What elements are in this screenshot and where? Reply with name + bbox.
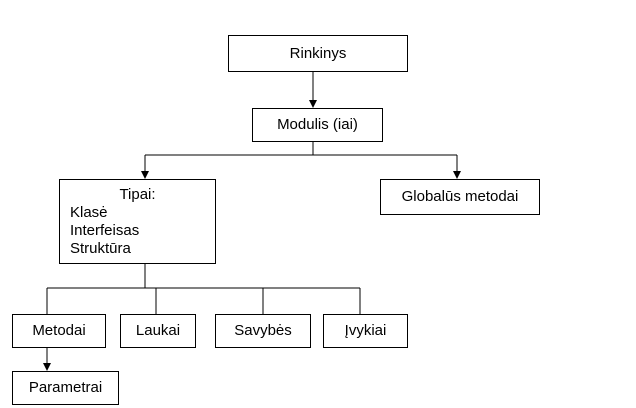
node-laukai: Laukai	[120, 314, 196, 348]
node-metodai-label: Metodai	[32, 322, 86, 339]
node-tipai-item-klase: Klasė	[70, 204, 108, 221]
node-modulis: Modulis (iai)	[252, 108, 383, 142]
node-modulis-label: Modulis (iai)	[277, 116, 358, 133]
node-laukai-label: Laukai	[135, 322, 181, 339]
node-parametrai-label: Parametrai	[28, 379, 103, 396]
node-metodai: Metodai	[12, 314, 106, 348]
node-rinkinys: Rinkinys	[228, 35, 408, 72]
node-savybes-label: Savybės	[234, 322, 292, 339]
node-ivykiai: Įvykiai	[323, 314, 408, 348]
node-ivykiai-label: Įvykiai	[344, 322, 387, 339]
node-tipai-item-struktura: Struktūra	[70, 240, 131, 257]
node-rinkinys-label: Rinkinys	[289, 44, 347, 62]
node-tipai: Tipai: Klasė Interfeisas Struktūra	[59, 179, 216, 264]
node-globalus-metodai-label: Globalūs metodai	[401, 188, 519, 205]
node-tipai-item-interfeisas: Interfeisas	[70, 222, 140, 239]
node-parametrai: Parametrai	[12, 371, 119, 405]
node-tipai-title: Tipai:	[119, 186, 156, 203]
node-globalus-metodai: Globalūs metodai	[380, 179, 540, 215]
node-savybes: Savybės	[215, 314, 311, 348]
